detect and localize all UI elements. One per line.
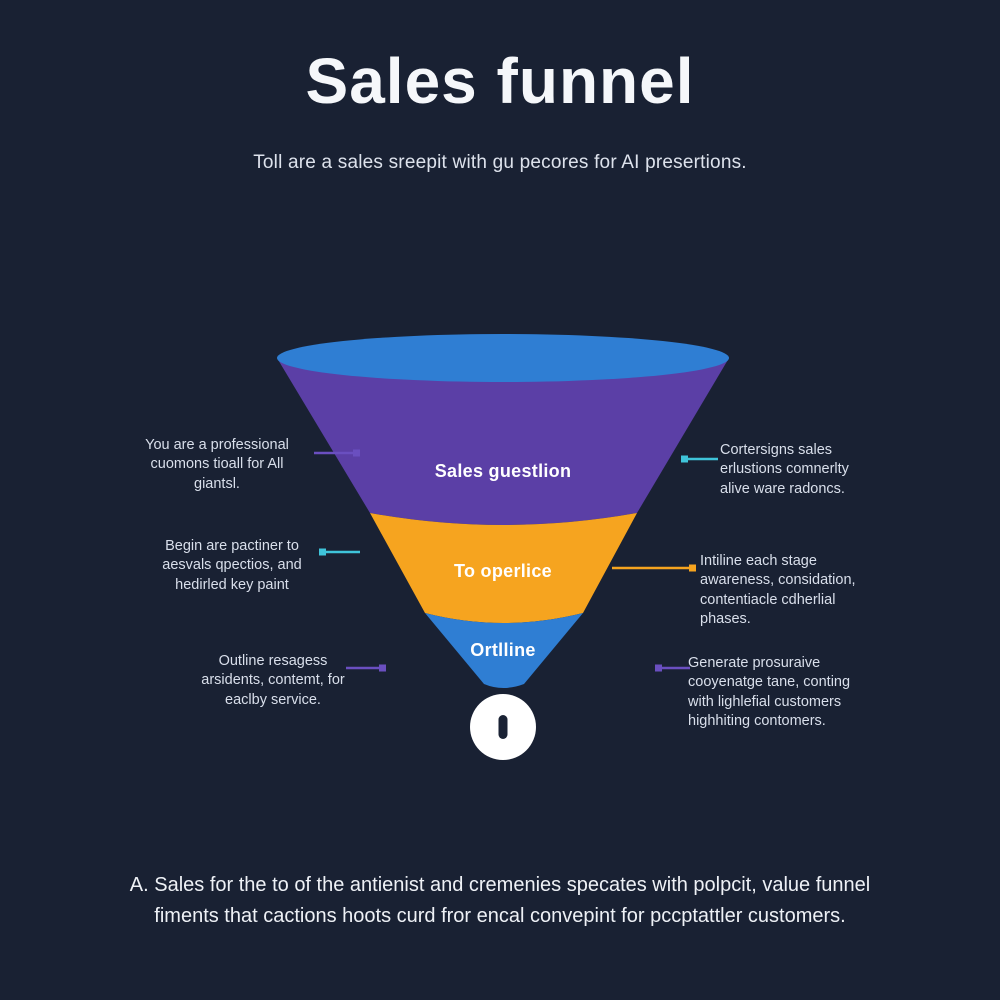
annotation-right-3: Generate prosuraive cooyenatge tane, con… xyxy=(688,655,851,729)
connector-left-1-dot xyxy=(353,449,360,457)
page-title: Sales funnel xyxy=(305,45,695,117)
funnel-endpoint-icon xyxy=(498,715,508,739)
funnel-stage-label-1: Sales guestlion xyxy=(434,461,572,481)
funnel-top-ellipse xyxy=(277,334,729,382)
connector-left-2-dot xyxy=(319,548,326,556)
annotation-left-2: Begin are pactiner to aesvals qpectios, … xyxy=(162,538,302,593)
funnel-stage-top-shape xyxy=(277,358,729,525)
funnel-stage-middle-shape xyxy=(370,513,637,623)
connector-left-3-dot xyxy=(379,664,386,672)
funnel-stage-label-2: To operlice xyxy=(454,561,552,581)
footer-line-2: fiments that cactions hoots curd fror en… xyxy=(154,905,846,927)
connector-right-2-dot xyxy=(689,564,696,572)
footer-line-1: A. Sales for the to of the antienist and… xyxy=(129,874,871,896)
page-subtitle: Toll are a sales sreepit with gu pecores… xyxy=(253,152,747,173)
footer-caption: A. Sales for the to of the antienist and… xyxy=(0,870,1000,932)
funnel-stage-bottom-shape xyxy=(425,613,583,688)
annotation-left-3: Outline resagess arsidents, contemt, for… xyxy=(201,653,345,708)
annotation-right-1: Cortersigns sales erlustions comnerlty a… xyxy=(720,442,849,497)
connector-right-3-dot xyxy=(655,664,662,672)
funnel-stage-label-3: Ortlline xyxy=(470,640,536,660)
annotation-right-2: Intiline each stage awareness, considati… xyxy=(700,553,856,627)
connector-right-1-dot xyxy=(681,455,688,463)
annotation-left-1: You are a professional cuomons tioall fo… xyxy=(145,437,289,492)
